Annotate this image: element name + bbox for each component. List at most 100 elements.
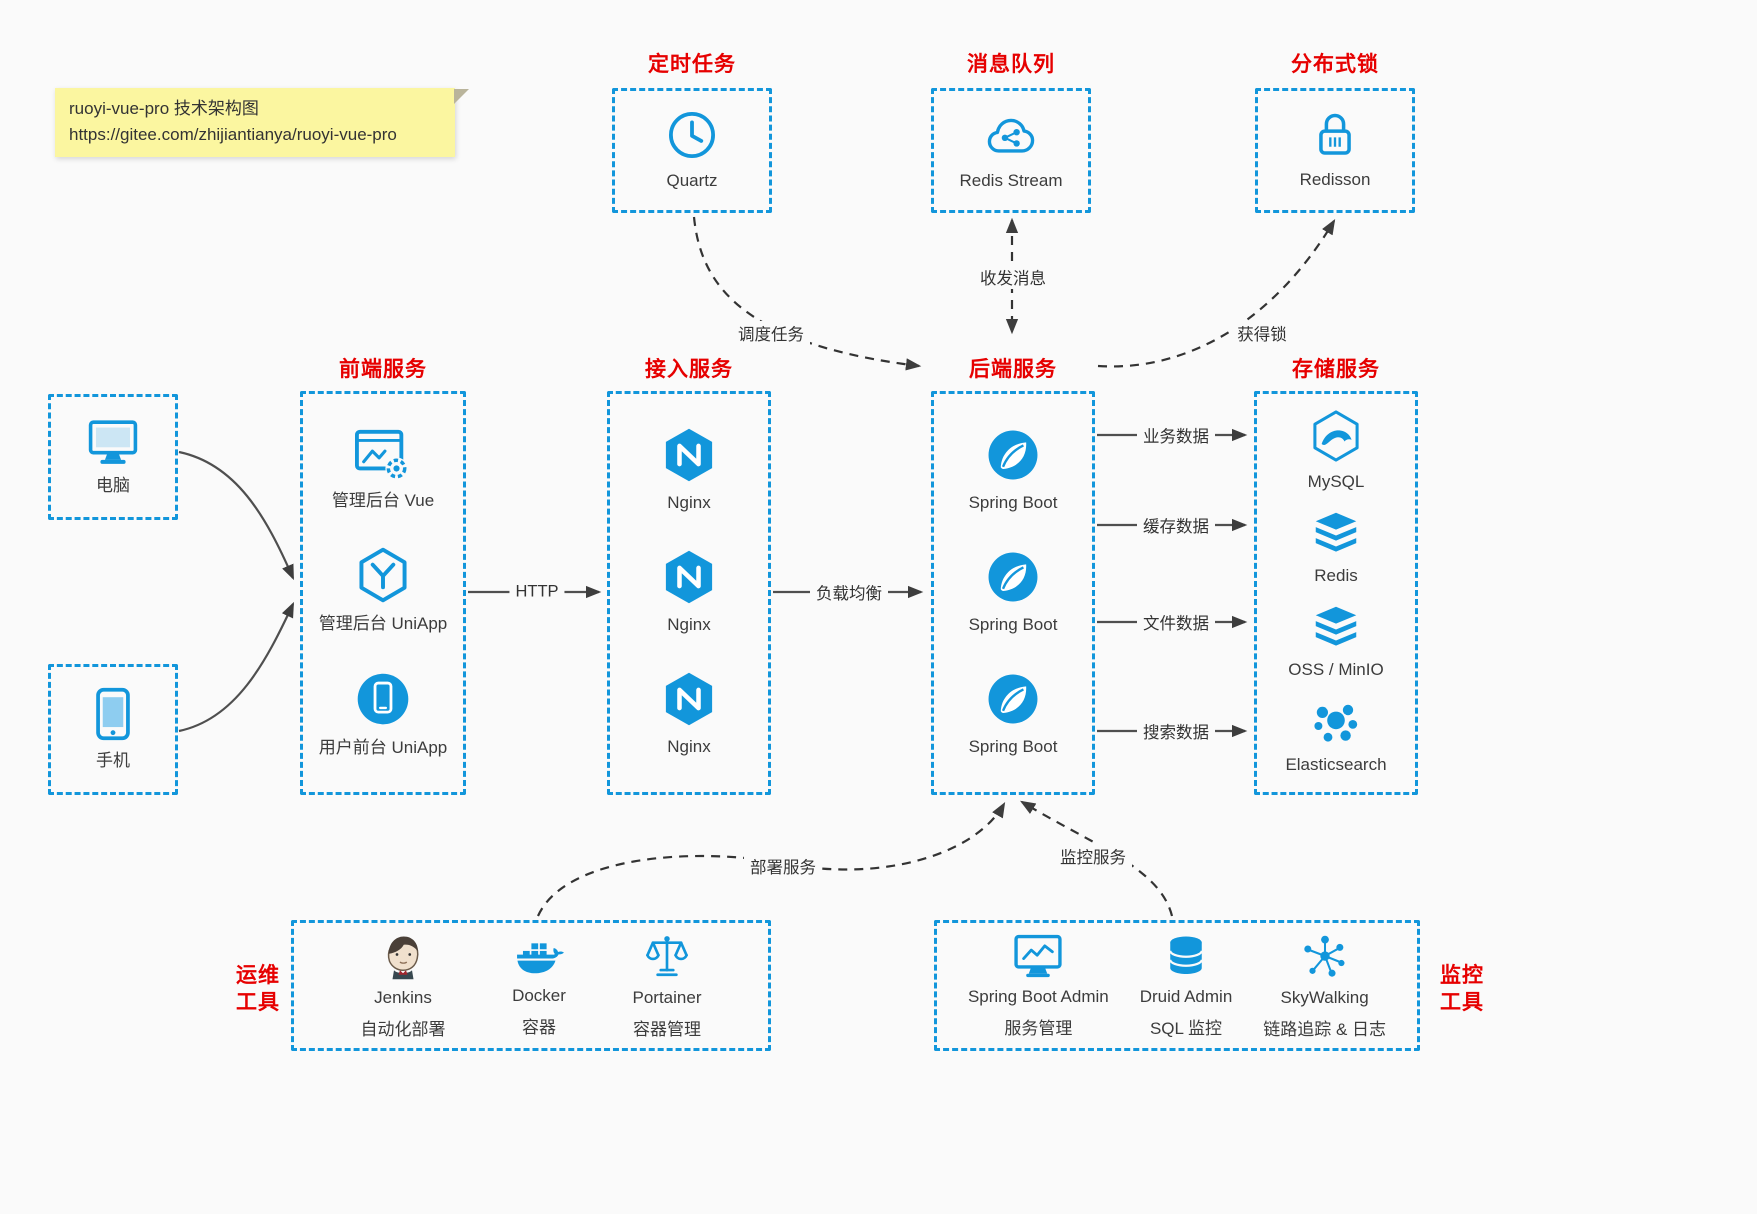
node-quartz: Quartz bbox=[665, 108, 719, 194]
edge-label-lock: 获得锁 bbox=[1231, 321, 1293, 345]
node-label: Spring Boot bbox=[968, 615, 1058, 635]
node-redisson: Redisson bbox=[1299, 109, 1371, 193]
node-label: MySQL bbox=[1307, 471, 1365, 491]
node-label: 管理后台 Vue bbox=[331, 490, 435, 510]
note-title: ruoyi-vue-pro 技术架构图 bbox=[69, 99, 259, 118]
edge-label-monitor: 监控服务 bbox=[1054, 844, 1132, 868]
node-docker: Docker 容器 bbox=[512, 933, 566, 1039]
node-label: Jenkins bbox=[374, 987, 432, 1007]
monitor-icon bbox=[84, 415, 142, 467]
node-label: Druid Admin bbox=[1139, 986, 1233, 1006]
portainer-icon bbox=[641, 931, 693, 981]
node-mysql: MySQL bbox=[1307, 409, 1365, 495]
jenkins-icon bbox=[379, 931, 427, 981]
node-user-uniapp: 用户前台 UniApp bbox=[319, 669, 447, 761]
node-label: 电脑 bbox=[96, 476, 130, 496]
node-redis-stream: Redis Stream bbox=[959, 108, 1063, 194]
edge-label-cache-data: 缓存数据 bbox=[1137, 513, 1215, 537]
node-admin-uniapp: 管理后台 UniApp bbox=[319, 545, 447, 637]
spring-icon bbox=[984, 670, 1042, 728]
uniapp-icon bbox=[353, 545, 413, 605]
clock-icon bbox=[665, 108, 719, 162]
edge-label-messages: 收发消息 bbox=[974, 265, 1052, 289]
node-sublabel: 链路追踪 & 日志 bbox=[1263, 1020, 1387, 1040]
node-label: Redis Stream bbox=[959, 170, 1063, 190]
node-sublabel: 服务管理 bbox=[1004, 1019, 1073, 1039]
ops-tools-group: Jenkins 自动化部署 Docker 容器 bbox=[291, 920, 771, 1051]
edge-label-business-data: 业务数据 bbox=[1137, 423, 1215, 447]
node-label: 手机 bbox=[96, 750, 130, 770]
node-springboot-3: Spring Boot bbox=[969, 670, 1057, 760]
nginx-icon bbox=[660, 548, 718, 606]
group-message-queue: Redis Stream bbox=[931, 88, 1091, 213]
node-nginx-1: Nginx bbox=[660, 426, 718, 516]
node-nginx-3: Nginx bbox=[660, 670, 718, 760]
edge-label-file-data: 文件数据 bbox=[1137, 610, 1215, 634]
node-springboot-1: Spring Boot bbox=[968, 426, 1058, 516]
note-url: https://gitee.com/zhijiantianya/ruoyi-vu… bbox=[69, 125, 397, 145]
node-label: Elasticsearch bbox=[1285, 754, 1387, 774]
mysql-icon bbox=[1309, 409, 1363, 463]
nginx-icon bbox=[660, 670, 718, 728]
nginx-icon bbox=[660, 426, 718, 484]
client-phone: 手机 bbox=[48, 664, 178, 795]
node-label: Spring Boot bbox=[968, 493, 1058, 513]
lock-icon bbox=[1310, 109, 1360, 161]
node-springboot-2: Spring Boot bbox=[968, 548, 1058, 638]
node-admin-vue: 管理后台 Vue bbox=[332, 426, 434, 514]
edge-label-search-data: 搜索数据 bbox=[1137, 719, 1215, 743]
oss-icon bbox=[1309, 603, 1363, 651]
group-scheduled-tasks: Quartz bbox=[612, 88, 772, 213]
docker-icon bbox=[512, 933, 566, 979]
column-frontend: 管理后台 Vue 管理后台 UniApp 用户前台 UniApp bbox=[300, 391, 466, 795]
node-label: Spring Boot Admin bbox=[967, 986, 1109, 1006]
elasticsearch-icon bbox=[1310, 698, 1362, 746]
monitor-tools-title-line1: 监控 bbox=[1440, 964, 1484, 987]
edge-label-deploy: 部署服务 bbox=[744, 854, 822, 878]
node-label: Docker bbox=[512, 985, 566, 1005]
druid-icon bbox=[1162, 932, 1210, 980]
sticky-note: ruoyi-vue-pro 技术架构图 https://gitee.com/zh… bbox=[55, 88, 469, 157]
node-oss-minio: OSS / MinIO bbox=[1288, 603, 1384, 683]
redis-icon bbox=[1309, 509, 1363, 557]
node-portainer: Portainer 容器管理 bbox=[632, 931, 702, 1041]
node-label: 用户前台 UniApp bbox=[318, 737, 448, 757]
spring-icon bbox=[984, 548, 1042, 606]
node-sublabel: SQL 监控 bbox=[1149, 1019, 1223, 1039]
column-title-frontend: 前端服务 bbox=[339, 358, 427, 381]
monitor-tools-group: Spring Boot Admin 服务管理 Druid Admin SQL 监… bbox=[934, 920, 1420, 1051]
node-label: 管理后台 UniApp bbox=[318, 614, 448, 634]
node-druid-admin: Druid Admin SQL 监控 bbox=[1139, 932, 1233, 1040]
column-title-storage: 存储服务 bbox=[1292, 358, 1380, 381]
node-sublabel: 容器 bbox=[522, 1018, 556, 1038]
node-sublabel: 容器管理 bbox=[632, 1020, 701, 1040]
edge-label-schedule: 调度任务 bbox=[732, 321, 810, 345]
monitor-tools-title-line2: 工具 bbox=[1440, 991, 1484, 1015]
edge-phone-to-frontend bbox=[178, 601, 294, 733]
edge-lock-arrow bbox=[1097, 219, 1336, 368]
phone-icon bbox=[90, 686, 136, 742]
node-label: Redis bbox=[1314, 566, 1358, 586]
node-label: OSS / MinIO bbox=[1288, 660, 1384, 680]
ops-tools-title-line1: 运维 bbox=[236, 964, 280, 987]
node-label: Redisson bbox=[1299, 169, 1371, 189]
group-title-scheduled-tasks: 定时任务 bbox=[648, 53, 736, 76]
column-title-backend: 后端服务 bbox=[969, 358, 1057, 381]
client-pc: 电脑 bbox=[48, 394, 178, 520]
user-app-icon bbox=[353, 669, 413, 729]
column-title-gateway: 接入服务 bbox=[645, 358, 733, 381]
node-sublabel: 自动化部署 bbox=[360, 1020, 446, 1040]
column-gateway: Nginx Nginx Nginx bbox=[607, 391, 771, 795]
node-label: Nginx bbox=[667, 737, 711, 757]
node-label: Portainer bbox=[632, 987, 702, 1007]
node-label: Nginx bbox=[667, 615, 711, 635]
group-title-distributed-lock: 分布式锁 bbox=[1291, 53, 1379, 76]
node-label: Quartz bbox=[666, 170, 718, 190]
cloud-share-icon bbox=[981, 108, 1041, 162]
group-distributed-lock: Redisson bbox=[1255, 88, 1415, 213]
node-spring-boot-admin: Spring Boot Admin 服务管理 bbox=[968, 932, 1109, 1040]
column-backend: Spring Boot Spring Boot Spring Boot bbox=[931, 391, 1095, 795]
node-nginx-2: Nginx bbox=[660, 548, 718, 638]
